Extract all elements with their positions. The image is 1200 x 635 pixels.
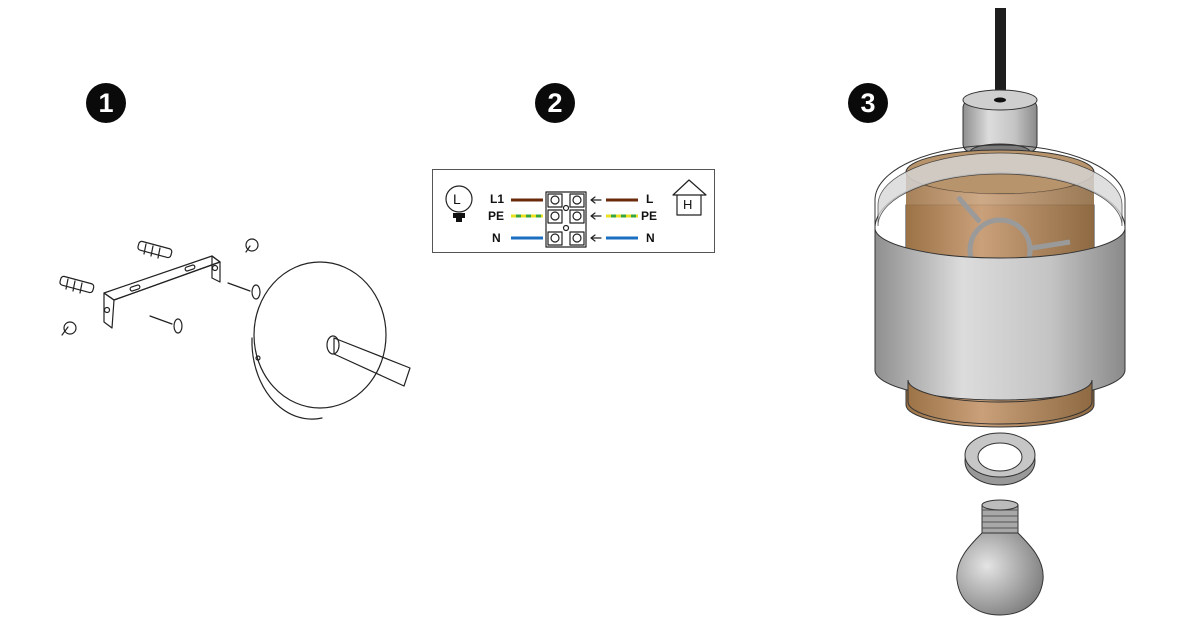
lamp-holder — [962, 89, 1038, 161]
inner-shade-lower — [907, 379, 1093, 425]
step-2-number: 2 — [547, 87, 563, 118]
step-1-badge: 1 — [86, 83, 126, 123]
wiring-diagram-box: L1 PE N L PE N L H — [432, 169, 715, 253]
screw-icon — [61, 238, 261, 336]
outer-band-silver — [874, 144, 1126, 401]
step-2-badge: 2 — [535, 83, 575, 123]
mounting-bracket — [103, 255, 221, 329]
power-cable — [995, 8, 1006, 108]
step-3-badge: 3 — [848, 83, 888, 123]
step-3-number: 3 — [860, 87, 876, 118]
wall-plug-icon — [59, 240, 173, 294]
wiring-diagram — [445, 179, 707, 248]
lamp-icon — [445, 185, 473, 222]
terminal-block-icon — [545, 191, 587, 248]
wire-label-pe-right: PE — [641, 209, 658, 223]
house-symbol-letter: H — [683, 197, 693, 212]
ceiling-canopy — [251, 261, 411, 420]
wire-label-n-right: N — [646, 231, 655, 245]
step-1-number: 1 — [98, 87, 114, 118]
arrow-icon — [590, 196, 602, 242]
wire-label-l1: L1 — [490, 192, 505, 206]
house-icon — [672, 179, 707, 216]
retaining-ring — [964, 432, 1036, 486]
wire-label-n-left: N — [492, 231, 501, 245]
wire-label-l-right: L — [646, 192, 654, 206]
lamp-symbol-letter: L — [453, 191, 461, 207]
wire-label-pe-left: PE — [488, 209, 505, 223]
light-bulb-icon — [956, 499, 1044, 616]
